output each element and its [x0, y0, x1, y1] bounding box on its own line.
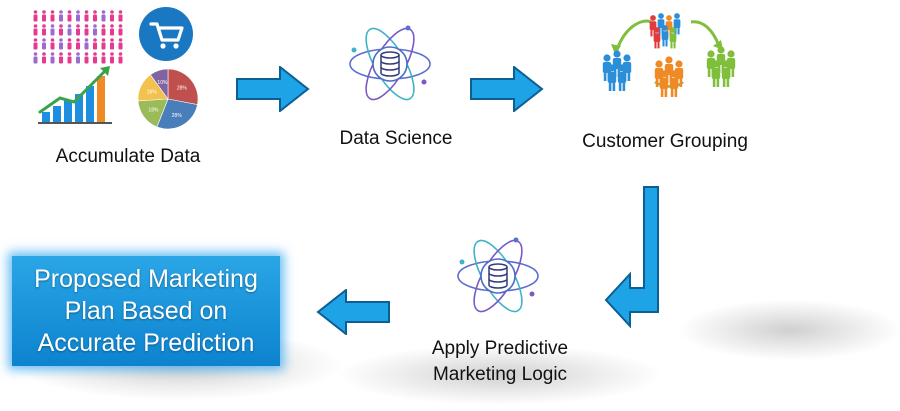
pie-chart-icon: 28% 28% 18% 16% 10%: [137, 68, 199, 130]
arrow-left: [316, 289, 390, 335]
arrow-right-2: [470, 66, 544, 112]
pie-slice-label: 28%: [172, 113, 183, 119]
predictive-logic-label-line2: Marketing Logic: [432, 364, 568, 385]
pie-slice-label: 10%: [157, 80, 168, 86]
floor-shadow: [340, 345, 660, 405]
proposed-plan-line3: Accurate Prediction: [37, 329, 255, 357]
predictive-atom-icon: [457, 237, 539, 313]
proposed-plan-box: Proposed Marketing Plan Based on Accurat…: [12, 256, 280, 366]
people-grid-icon: [33, 10, 123, 64]
predictive-logic-label-line1: Apply Predictive: [431, 338, 569, 359]
floor-shadow: [680, 300, 900, 360]
accumulate-icons: 28% 28% 18% 16% 10%: [30, 6, 210, 130]
data-science-atom-icon: [349, 25, 431, 101]
customer-grouping-label: Customer Grouping: [582, 131, 748, 152]
shopping-cart-icon: [139, 7, 193, 61]
arrow-down-left: [604, 186, 659, 328]
pie-slice: [167, 68, 199, 105]
proposed-plan-line2: Plan Based on: [64, 297, 228, 325]
pie-slice-label: 28%: [177, 86, 188, 92]
growth-chart-icon: [38, 66, 112, 124]
arrow-right-1: [236, 66, 310, 112]
pie-slice-label: 18%: [148, 108, 159, 114]
proposed-plan-text: Proposed Marketing Plan Based on Accurat…: [34, 263, 258, 359]
accumulate-data-label: Accumulate Data: [55, 146, 201, 167]
customer-groups-icon: [602, 13, 736, 97]
pie-slice: [149, 68, 169, 100]
pie-slice-label: 16%: [147, 89, 158, 95]
proposed-plan-line1: Proposed Marketing: [34, 265, 258, 293]
pie-slice: [156, 98, 198, 130]
data-science-label: Data Science: [339, 128, 453, 149]
